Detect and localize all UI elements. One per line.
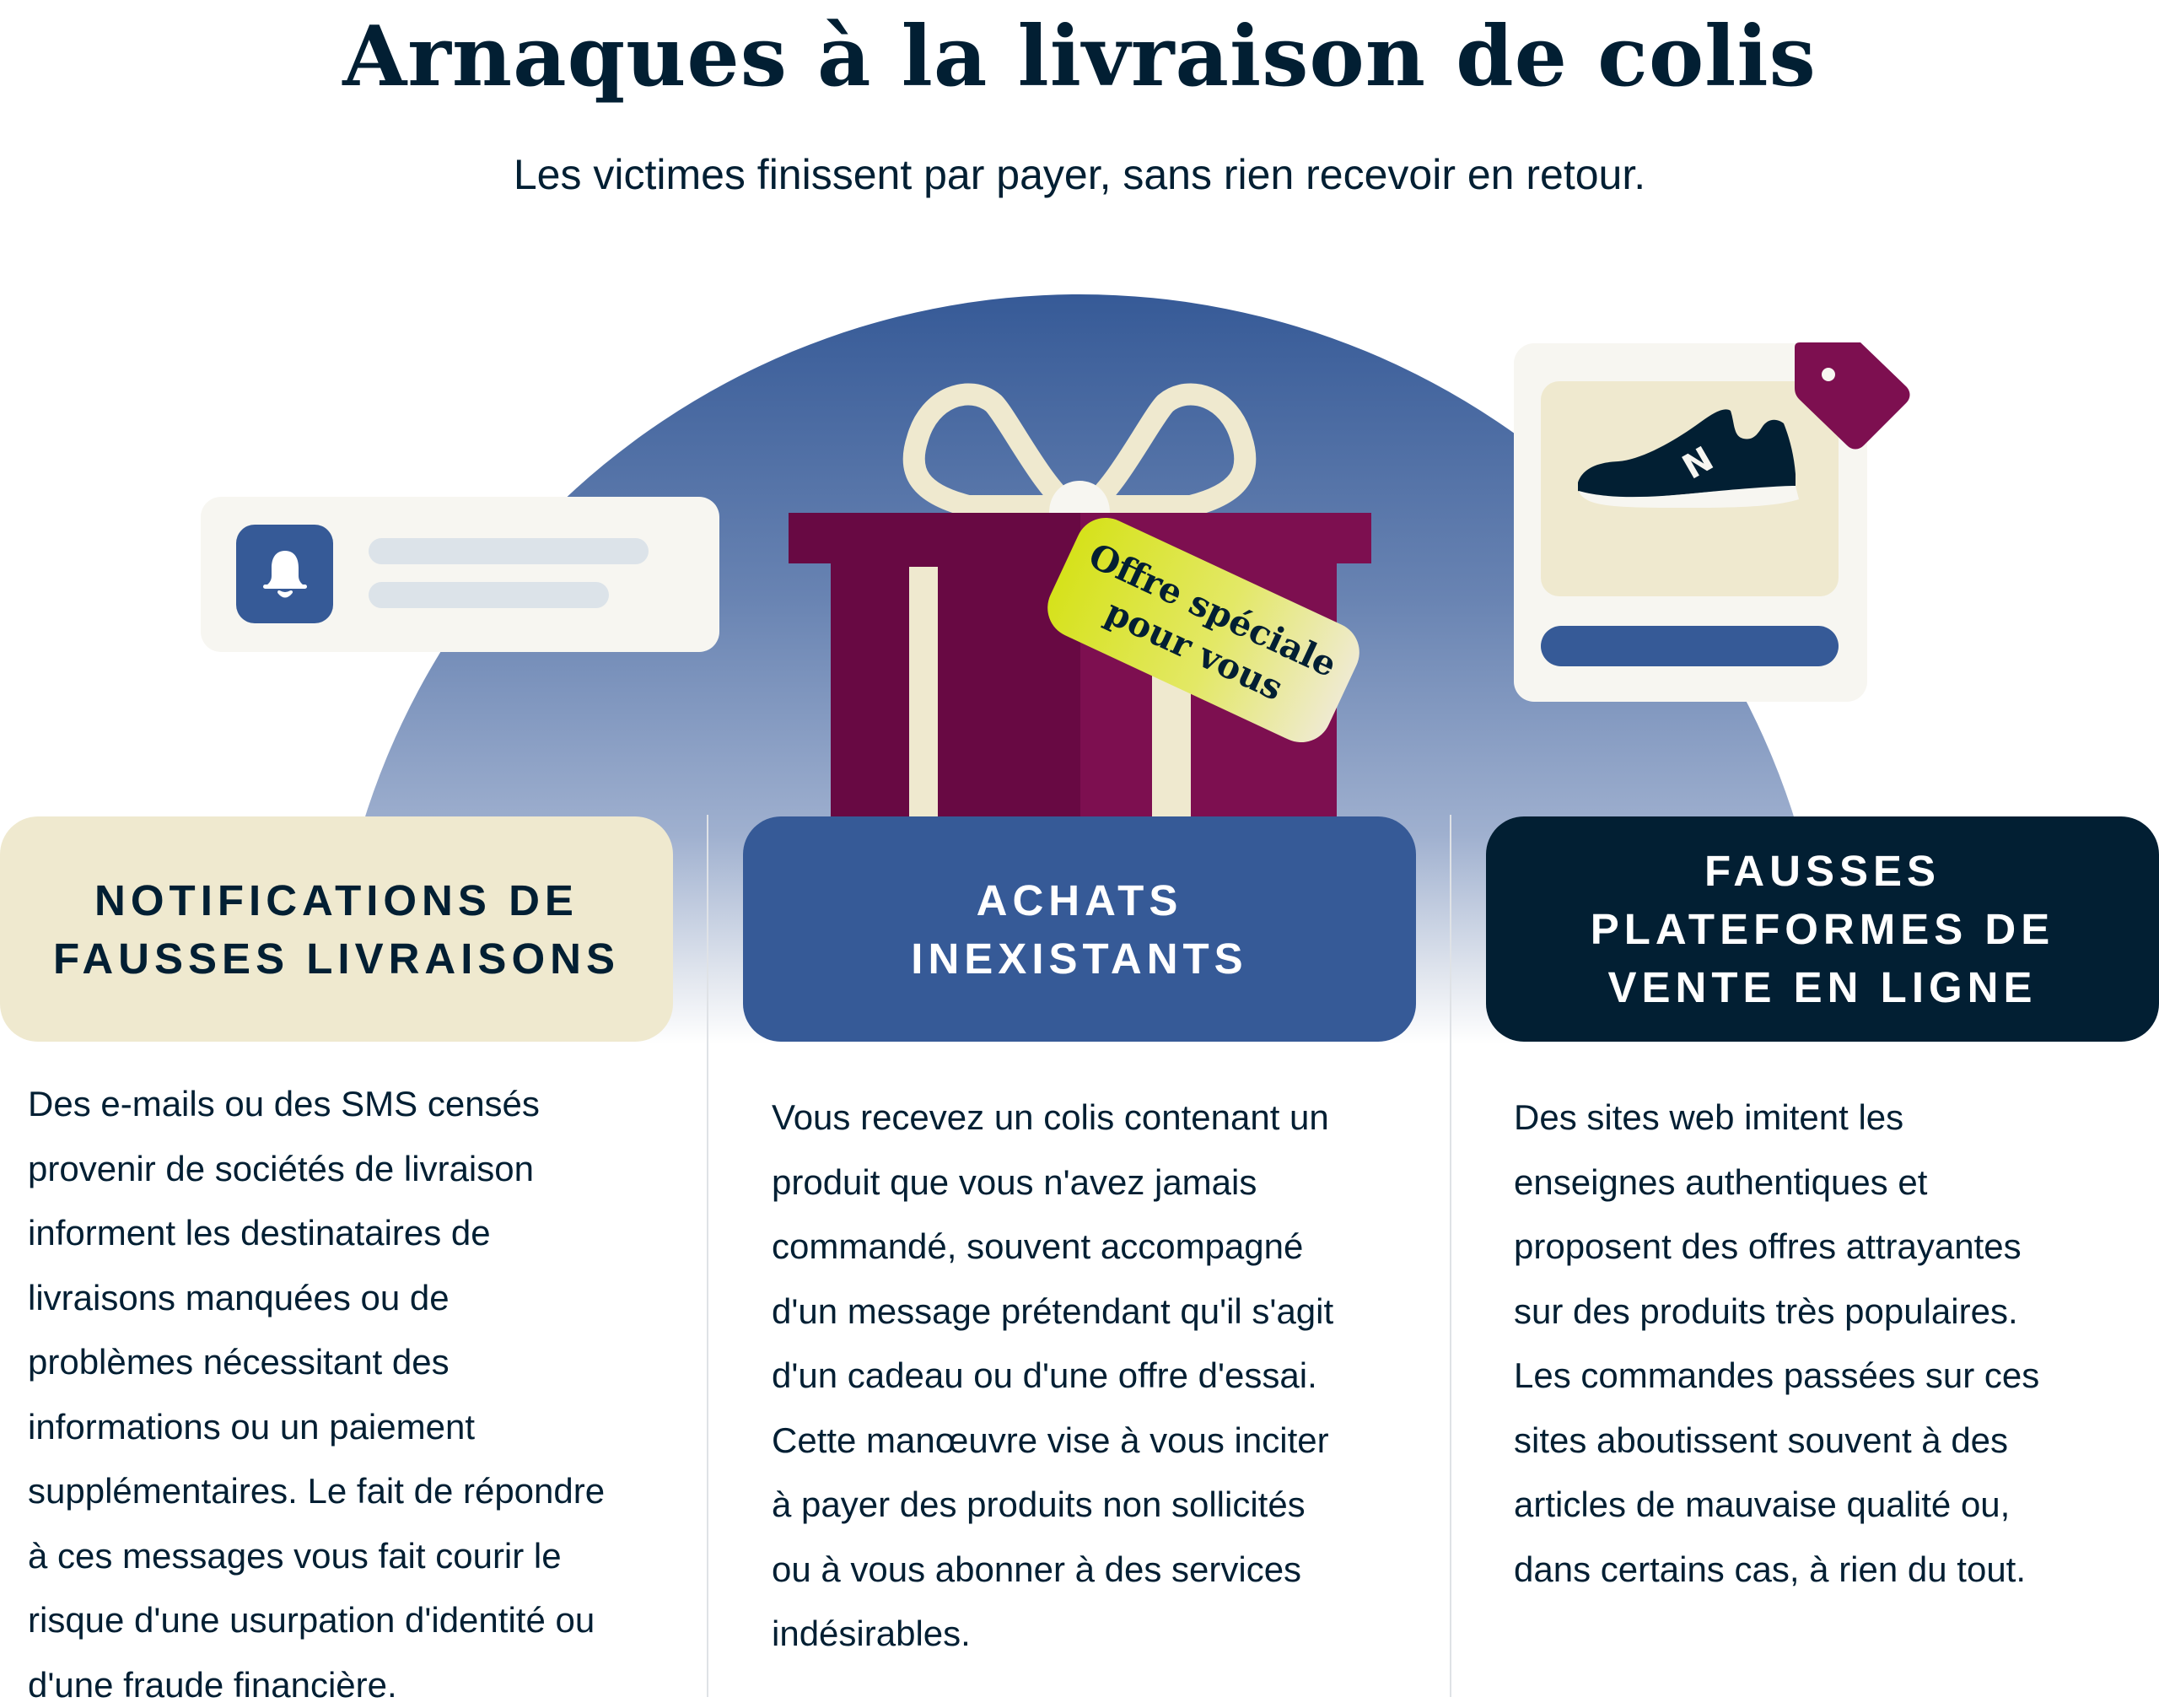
text-line: articles de mauvaise qualité ou, xyxy=(1514,1484,2011,1524)
heading-card-fake-delivery-notifications: NOTIFICATIONS DE FAUSSES LIVRAISONS xyxy=(0,816,673,1042)
text-line: Des e-mails ou des SMS censés xyxy=(28,1084,540,1123)
text-line: d'un message prétendant qu'il s'agit xyxy=(772,1290,1334,1331)
text-line: Les commandes passées sur ces xyxy=(1514,1355,2040,1395)
text-line: à payer des produits non sollicités xyxy=(772,1484,1306,1524)
shop-listing-illustration: N xyxy=(1514,343,1867,702)
text-line: dans certains cas, à rien du tout. xyxy=(1514,1549,2027,1589)
text-line: ou à vous abonner à des services xyxy=(772,1549,1302,1589)
notification-placeholder-line xyxy=(369,582,609,608)
text-line: sites aboutissent souvent à des xyxy=(1514,1420,2009,1460)
text-line: d'un cadeau ou d'une offre d'essai. xyxy=(772,1355,1317,1395)
heading-line: VENTE EN LIGNE xyxy=(1607,963,2038,1011)
column-1-description: Des e-mails ou des SMS censés provenir d… xyxy=(28,1072,669,1708)
page-subtitle: Les victimes finissent par payer, sans r… xyxy=(513,151,1646,198)
text-line: Des sites web imitent les xyxy=(1514,1097,1904,1137)
heading-card-fake-online-stores: FAUSSES PLATEFORMES DE VENTE EN LIGNE xyxy=(1486,816,2159,1042)
text-line: à ces messages vous fait courir le xyxy=(28,1535,562,1576)
bell-icon-box xyxy=(236,525,333,623)
text-line: d'une fraude financière. xyxy=(28,1664,397,1705)
text-line: supplémentaires. Le fait de répondre xyxy=(28,1471,606,1511)
product-image-box: N xyxy=(1541,381,1839,596)
buy-button-placeholder xyxy=(1541,626,1839,666)
heading-line: NOTIFICATIONS DE xyxy=(94,876,579,924)
text-line: enseignes authentiques et xyxy=(1514,1161,1928,1202)
text-line: Cette manœuvre vise à vous inciter xyxy=(772,1420,1329,1460)
text-line: sur des produits très populaires. xyxy=(1514,1290,2018,1331)
price-tag-icon xyxy=(1795,342,1910,450)
text-line: informent les destinataires de xyxy=(28,1213,491,1253)
heading-card-nonexistent-purchases: ACHATS INEXISTANTS xyxy=(743,816,1416,1042)
column-divider xyxy=(1450,815,1451,1697)
text-line: Vous recevez un colis contenant un xyxy=(772,1097,1329,1137)
column-divider xyxy=(707,815,708,1697)
bell-icon xyxy=(262,550,307,597)
sneaker-icon: N xyxy=(1578,409,1799,508)
text-line: produit que vous n'avez jamais xyxy=(772,1161,1257,1202)
text-line: informations ou un paiement xyxy=(28,1406,475,1447)
heading-line: FAUSSES xyxy=(1704,847,1941,895)
text-line: problèmes nécessitant des xyxy=(28,1342,450,1382)
heading-line: FAUSSES LIVRAISONS xyxy=(53,934,620,983)
heading-line: PLATEFORMES DE xyxy=(1590,905,2055,953)
column-3-description: Des sites web imitent les enseignes auth… xyxy=(1514,1086,2155,1602)
column-2-description: Vous recevez un colis contenant un produ… xyxy=(772,1086,1413,1667)
text-line: commandé, souvent accompagné xyxy=(772,1226,1304,1266)
notification-illustration xyxy=(201,497,719,652)
text-line: livraisons manquées ou de xyxy=(28,1277,450,1317)
notification-placeholder-line xyxy=(369,538,649,564)
text-line: indésirables. xyxy=(772,1614,971,1653)
heading-line: INEXISTANTS xyxy=(911,934,1248,983)
text-line: risque d'une usurpation d'identité ou xyxy=(28,1600,595,1640)
text-line: proposent des offres attrayantes xyxy=(1514,1226,2022,1266)
text-line: provenir de sociétés de livraison xyxy=(28,1148,534,1188)
heading-line: ACHATS xyxy=(976,876,1183,924)
page-title: Arnaques à la livraison de colis xyxy=(342,8,1817,105)
